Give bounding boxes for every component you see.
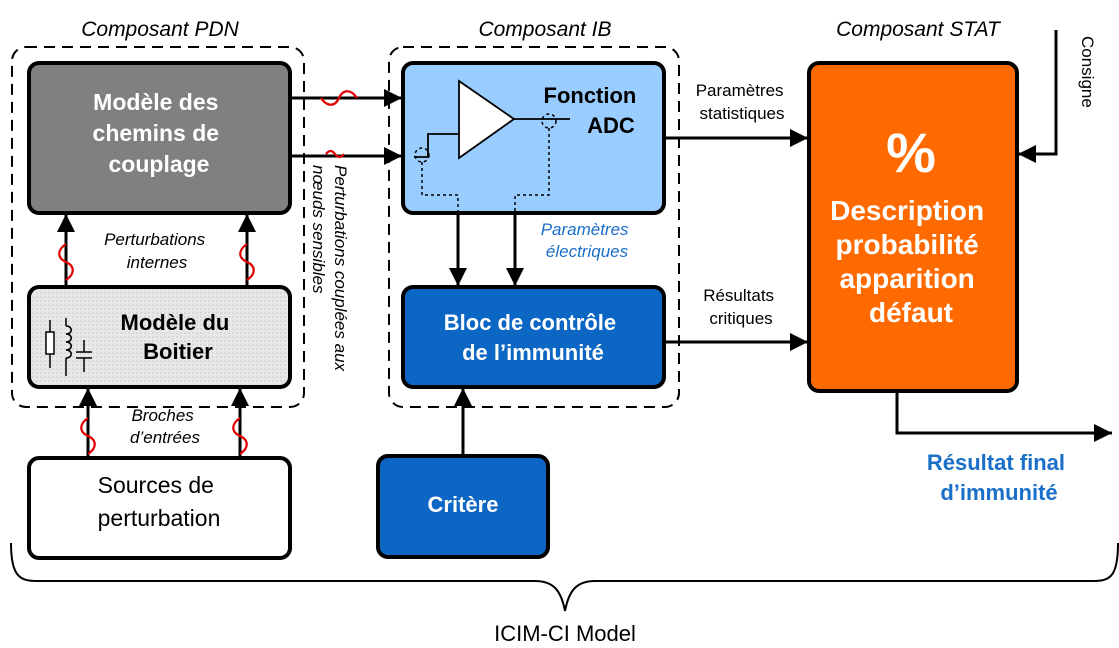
immunity-control-label: Bloc de contrôle de l’immunité <box>444 310 622 365</box>
component-title-stat: Composant STAT <box>836 18 1002 41</box>
package-model-label: Modèle du Boitier <box>121 310 236 364</box>
stat-block <box>807 61 1019 393</box>
statistical-params-label: Paramètres statistiques <box>696 81 789 123</box>
coupling-model-label: Modèle des chemins de couplage <box>93 89 226 177</box>
input-pins-label: Broches d’entrées <box>130 406 200 447</box>
probe-points <box>414 113 557 214</box>
model-brace <box>10 542 1119 612</box>
final-result-label: Résultat final d’immunité <box>927 450 1071 505</box>
electrical-params-label: Paramètres électriques <box>541 220 634 261</box>
component-title-ib: Composant IB <box>478 18 611 41</box>
ib-component-frame <box>388 46 680 408</box>
setpoint-label: Consigne <box>1078 36 1097 108</box>
model-name-label: ICIM-CI Model <box>494 621 636 646</box>
sources-label: Sources de perturbation <box>98 472 221 531</box>
coupled-perturbations-label: Perturbations couplées aux nœuds sensibl… <box>309 165 350 376</box>
amplifier-icon <box>414 79 570 160</box>
adc-function-label: Fonction ADC <box>544 83 643 138</box>
internal-perturbations-label: Perturbations internes <box>104 230 210 272</box>
criterion-label: Critère <box>428 492 499 517</box>
connection-arrows <box>57 30 1112 458</box>
package-model-block <box>27 285 292 389</box>
arrow-setpoint-to-stat <box>1018 30 1058 163</box>
immunity-control-block <box>401 285 666 389</box>
pdn-component-frame <box>11 46 305 408</box>
perturbation-waves <box>58 90 359 456</box>
component-title-pdn: Composant PDN <box>81 18 239 41</box>
coupling-model-block <box>27 61 292 215</box>
stat-percent-symbol: % <box>886 121 936 184</box>
wave-icon <box>325 149 345 159</box>
sources-block <box>27 456 292 560</box>
arrow-stat-to-final-result <box>895 391 1112 442</box>
passive-components-icon <box>45 318 92 376</box>
critical-results-label: Résultats critiques <box>703 286 779 328</box>
stat-description-label: Description probabilité apparition défau… <box>830 195 992 328</box>
